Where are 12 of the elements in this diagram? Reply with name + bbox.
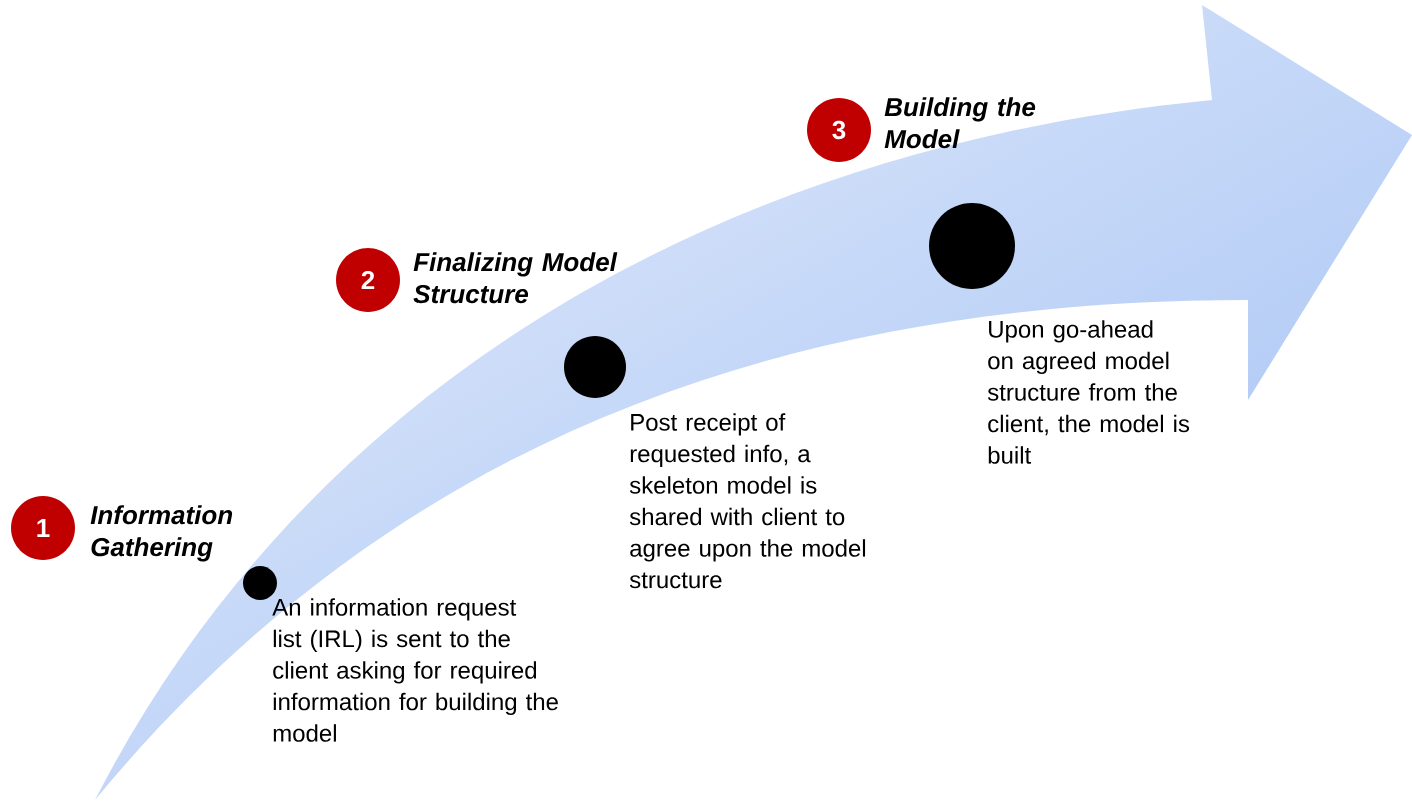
step-heading: Information Gathering [90, 505, 233, 562]
step-description: Post receipt of requested info, a skeleton model is shared with client to agree upon the model structure [629, 413, 866, 589]
number-badge: 2 [336, 248, 400, 312]
step-description: Upon go-ahead on agreed model structure from the client, the model is built [987, 320, 1190, 464]
number-badge: 3 [807, 98, 871, 162]
number-badge: 1 [11, 496, 75, 560]
step-dot [243, 566, 277, 600]
step-heading: Finalizing Model Structure [413, 252, 618, 304]
step-description: An information request list (IRL) is sent to the client asking for required information for building the model [272, 598, 558, 742]
step-dot [929, 203, 1015, 289]
step-dot [564, 336, 626, 398]
step-heading: Building the Model [884, 97, 1036, 149]
